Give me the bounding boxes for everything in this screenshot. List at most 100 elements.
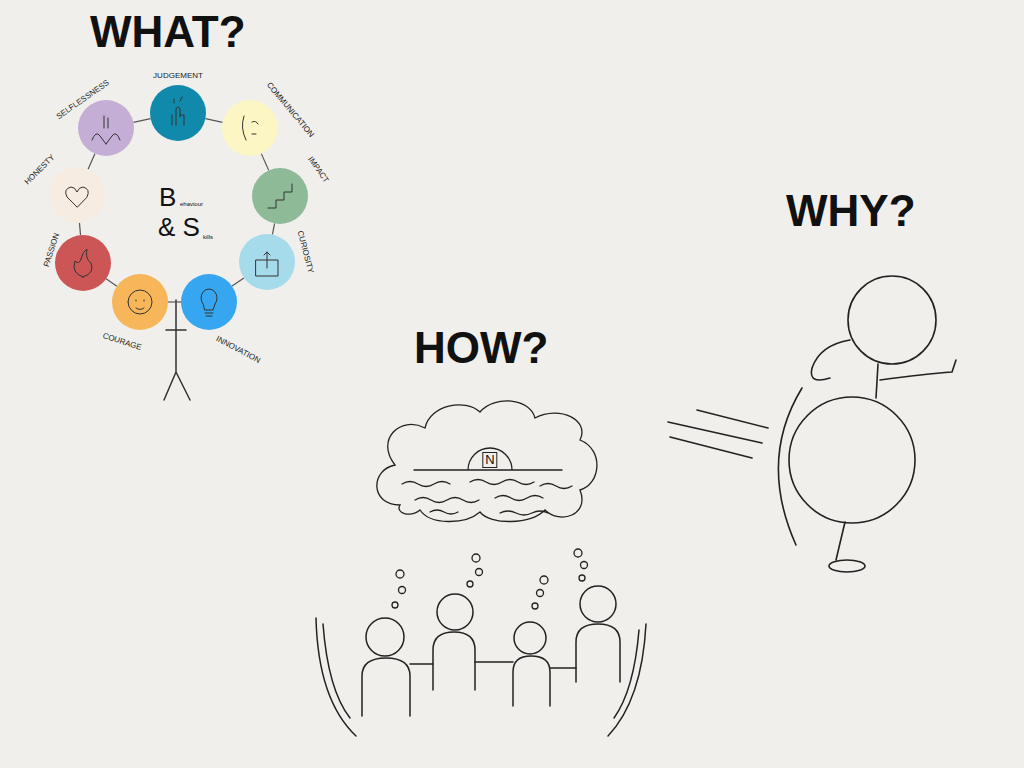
centre-suffix: kills <box>203 234 213 240</box>
bubble <box>532 603 538 609</box>
cloud-outline <box>377 401 597 522</box>
skill-circle: CURIOSITY <box>239 234 295 290</box>
skill-circle: HONESTY <box>49 167 105 223</box>
circle-fill <box>222 100 278 156</box>
skill-circle: JUDGEMENT <box>150 85 206 141</box>
person-head <box>514 622 546 654</box>
ring-connector <box>88 154 95 170</box>
skill-label: JUDGEMENT <box>153 72 203 80</box>
skill-icon <box>201 289 217 316</box>
circle-shape <box>252 168 308 224</box>
circle-fill <box>239 234 295 290</box>
motion-swoosh <box>778 388 802 545</box>
ring-connector <box>232 278 244 286</box>
people-in-boat <box>316 586 646 736</box>
ring-connector <box>133 119 150 123</box>
ring-connector <box>261 154 268 171</box>
runner-foot <box>829 560 865 572</box>
bubble <box>579 575 585 581</box>
skill-label: HONESTY <box>23 153 56 186</box>
person-body <box>576 624 620 682</box>
skill-icon <box>268 184 292 208</box>
connector-line <box>79 223 80 235</box>
joined-arms <box>410 662 576 668</box>
circle-shape <box>55 235 111 291</box>
circle-fill <box>181 274 237 330</box>
sun-node: N <box>468 446 512 470</box>
connector-line <box>272 223 274 234</box>
runner-arm <box>811 340 850 380</box>
person-head <box>437 594 473 630</box>
ring-connector <box>205 119 222 123</box>
sea-waves <box>402 480 572 516</box>
circle-fill <box>252 168 308 224</box>
skill-circle: SELFLESSNESS <box>78 100 134 156</box>
circle-fill <box>112 274 168 330</box>
connector-line <box>133 119 150 123</box>
skill-icon <box>66 187 89 207</box>
runner-neck <box>876 364 878 398</box>
skill-label: IMPACT <box>306 156 330 185</box>
circle-shape <box>222 100 278 156</box>
skill-label: COURAGE <box>102 332 143 352</box>
boat-side <box>316 618 356 736</box>
ring-connector <box>106 279 117 286</box>
person-body <box>513 656 550 706</box>
person-body <box>433 632 475 690</box>
bubble <box>540 576 548 584</box>
runner-body <box>789 397 915 523</box>
thought-bubbles <box>392 549 588 609</box>
person-head <box>366 618 404 656</box>
centre-initial: & S <box>158 214 200 240</box>
sun-letter: N <box>482 452 497 468</box>
person-body <box>362 658 410 716</box>
bubble <box>574 549 582 557</box>
circle-shape <box>78 100 134 156</box>
circle-shape <box>150 85 206 141</box>
speed-lines <box>668 410 768 458</box>
skill-icon <box>92 116 120 144</box>
circle-shape <box>49 167 105 223</box>
skill-label: CURIOSITY <box>295 230 314 274</box>
circle-shape <box>181 274 237 330</box>
circle-shape <box>112 274 168 330</box>
circle-fill <box>49 167 105 223</box>
ring-connector <box>272 223 274 234</box>
section-heading: WHY? <box>786 189 916 233</box>
skill-icon <box>74 249 92 277</box>
centre-initial: B <box>159 184 176 210</box>
bubble <box>472 554 480 562</box>
circle-fill <box>55 235 111 291</box>
skill-circle: PASSION <box>55 235 111 291</box>
skill-circle: COURAGE <box>112 274 168 330</box>
runner-head <box>848 276 936 364</box>
horizon-line <box>414 469 562 470</box>
thought-cloud <box>377 401 597 522</box>
bubble <box>467 581 473 587</box>
section-heading: WHAT? <box>90 10 246 54</box>
skill-circle: INNOVATION <box>181 274 237 330</box>
ring-connector <box>79 223 80 235</box>
connector-line <box>232 278 244 286</box>
skill-icon <box>128 290 152 314</box>
skill-icon <box>242 116 258 140</box>
centre-suffix: ehaviour <box>180 201 203 207</box>
runner-leg <box>836 522 845 560</box>
bubble <box>396 570 404 578</box>
circle-shape <box>239 234 295 290</box>
person-head <box>580 586 616 622</box>
circle-fill <box>78 100 134 156</box>
connector-line <box>88 154 95 170</box>
connector-line <box>106 279 117 286</box>
bubble <box>581 562 588 569</box>
bubble <box>476 569 483 576</box>
skill-label: INNOVATION <box>215 335 262 365</box>
bubble <box>399 587 406 594</box>
section-heading: HOW? <box>414 326 548 370</box>
skill-icon <box>256 252 278 276</box>
runner-arm <box>880 360 956 380</box>
skill-icon <box>172 97 184 125</box>
circle-fill <box>150 85 206 141</box>
sun-arc <box>468 448 512 470</box>
